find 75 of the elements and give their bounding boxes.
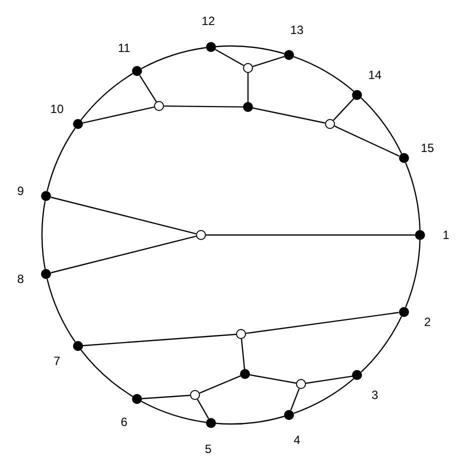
edge-line — [199, 375, 241, 394]
edge-line — [216, 416, 284, 425]
edge-line — [206, 234, 415, 236]
hollow-circle — [296, 379, 306, 389]
edge-line — [250, 374, 296, 384]
vertex-number: 15 — [420, 140, 434, 155]
edge-line — [252, 56, 284, 68]
edge-line — [82, 334, 236, 346]
edge-line — [332, 98, 355, 121]
edge-line — [216, 45, 284, 54]
filled-dot — [284, 50, 294, 60]
edge-line — [360, 98, 402, 154]
filled-dot — [132, 394, 142, 404]
edge-line — [80, 73, 134, 120]
vertex-number: 10 — [50, 102, 64, 116]
edge-line — [141, 47, 206, 70]
edge-line — [405, 162, 421, 230]
edge-line — [252, 107, 326, 124]
hollow-circle — [236, 329, 246, 339]
edge-line — [360, 316, 402, 372]
edge-line — [142, 394, 190, 400]
vertex-number: 12 — [202, 14, 215, 28]
filled-dot — [240, 369, 250, 379]
edge-line — [139, 74, 157, 102]
edge-line — [80, 350, 134, 397]
vertex-number: 7 — [54, 354, 60, 368]
edge-line — [246, 312, 399, 334]
filled-dot — [398, 306, 409, 317]
filled-dot — [284, 410, 294, 420]
edge-line — [50, 236, 196, 274]
edge-line — [293, 378, 354, 414]
edge-line — [306, 376, 353, 384]
vertex-number: 5 — [204, 442, 212, 456]
filled-dot — [398, 153, 409, 164]
hollow-circle — [325, 119, 335, 129]
filled-dot — [41, 191, 52, 201]
hollow-circle — [154, 101, 164, 111]
edge-line — [50, 196, 196, 234]
vertex-number: 11 — [118, 41, 130, 56]
filled-dot — [243, 102, 253, 112]
edge-line — [46, 128, 76, 192]
edge-line — [334, 126, 400, 157]
edge-line — [293, 56, 354, 92]
edge-line — [247, 73, 249, 102]
edge-line — [290, 388, 300, 410]
vertex-number: 13 — [290, 23, 304, 38]
filled-dot — [352, 90, 362, 100]
edge-line — [141, 400, 206, 423]
vertex-number: 2 — [424, 315, 431, 330]
edge-line — [46, 278, 76, 342]
edge-line — [405, 240, 421, 308]
vertex-number: 8 — [17, 272, 24, 286]
vertex-number: 1 — [442, 228, 450, 242]
filled-dot — [73, 119, 84, 129]
filled-dot — [206, 418, 216, 428]
edge-line — [164, 105, 243, 108]
filled-dot — [41, 268, 52, 279]
edge-line — [82, 106, 154, 124]
edge-line — [215, 49, 244, 66]
edge-line — [41, 200, 46, 270]
vertex-number: 3 — [372, 388, 378, 402]
hollow-circle — [196, 230, 206, 240]
filled-dot — [73, 340, 84, 351]
hollow-circle — [190, 390, 200, 400]
edge-line — [240, 338, 246, 370]
filled-dot — [132, 66, 142, 76]
vertex-number: 14 — [368, 68, 382, 82]
filled-dot — [415, 230, 425, 240]
vertex-number: 6 — [120, 414, 128, 429]
filled-dot — [206, 42, 216, 52]
filled-dot — [352, 370, 362, 380]
edge-line — [196, 399, 210, 419]
vertex-number: 9 — [17, 184, 24, 198]
vertex-number: 4 — [294, 432, 300, 447]
hollow-circle — [243, 63, 253, 73]
